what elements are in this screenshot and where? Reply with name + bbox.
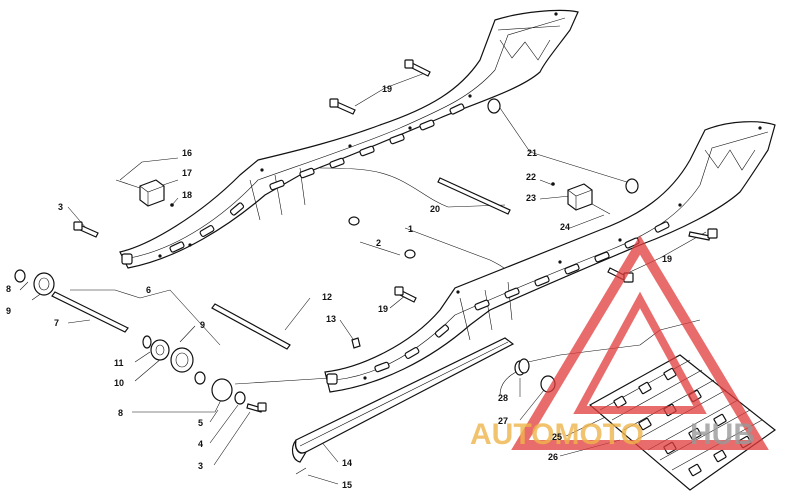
callout-24: 24 <box>560 222 570 232</box>
callout-19: 19 <box>378 304 388 314</box>
callout-2: 2 <box>376 238 381 248</box>
callout-23: 23 <box>526 193 536 203</box>
watermark-word-right: HUB <box>690 418 755 451</box>
watermark-word-left: AUTOMOTO <box>470 418 644 451</box>
right-rail <box>324 121 776 393</box>
watermark-triangle <box>511 235 769 450</box>
slide-14 <box>291 337 515 463</box>
callout-19: 19 <box>662 254 672 264</box>
callout-labels: 19 21 16 17 18 3 20 1 2 22 23 24 19 19 1… <box>6 84 672 490</box>
callout-25: 25 <box>552 432 562 442</box>
callout-8: 8 <box>6 284 11 294</box>
callout-28: 28 <box>498 393 508 403</box>
watermark-inner-a <box>573 291 707 414</box>
callout-27: 27 <box>498 416 508 426</box>
callout-6: 6 <box>146 285 151 295</box>
callout-26: 26 <box>548 452 558 462</box>
callout-4: 4 <box>198 439 203 449</box>
hardware <box>14 59 718 475</box>
callout-16: 16 <box>182 148 192 158</box>
callout-10: 10 <box>114 378 124 388</box>
left-rail <box>119 9 579 269</box>
callout-7: 7 <box>54 318 59 328</box>
callout-19: 19 <box>382 84 392 94</box>
callout-15: 15 <box>342 480 352 490</box>
watermark-text: AUTOMOTO HUB <box>470 418 755 451</box>
callout-8: 8 <box>118 408 123 418</box>
spring-28 <box>499 319 701 396</box>
callout-3: 3 <box>58 202 63 212</box>
callout-17: 17 <box>182 168 192 178</box>
callout-5: 5 <box>198 418 203 428</box>
callout-3: 3 <box>198 461 203 471</box>
callout-21: 21 <box>527 148 537 158</box>
callout-12: 12 <box>322 292 332 302</box>
callout-18: 18 <box>182 190 192 200</box>
right-rail-slots <box>374 221 670 373</box>
callout-13: 13 <box>326 314 336 324</box>
left-rail-slots <box>169 103 465 253</box>
callout-1: 1 <box>408 224 413 234</box>
callout-9: 9 <box>200 320 205 330</box>
callout-9: 9 <box>6 306 11 316</box>
track-26 <box>588 354 777 491</box>
callout-14: 14 <box>342 458 352 468</box>
callout-11: 11 <box>114 358 124 368</box>
cross-shafts <box>51 177 511 350</box>
watermark-logo <box>511 235 769 450</box>
callout-22: 22 <box>526 172 536 182</box>
callout-20: 20 <box>430 204 440 214</box>
